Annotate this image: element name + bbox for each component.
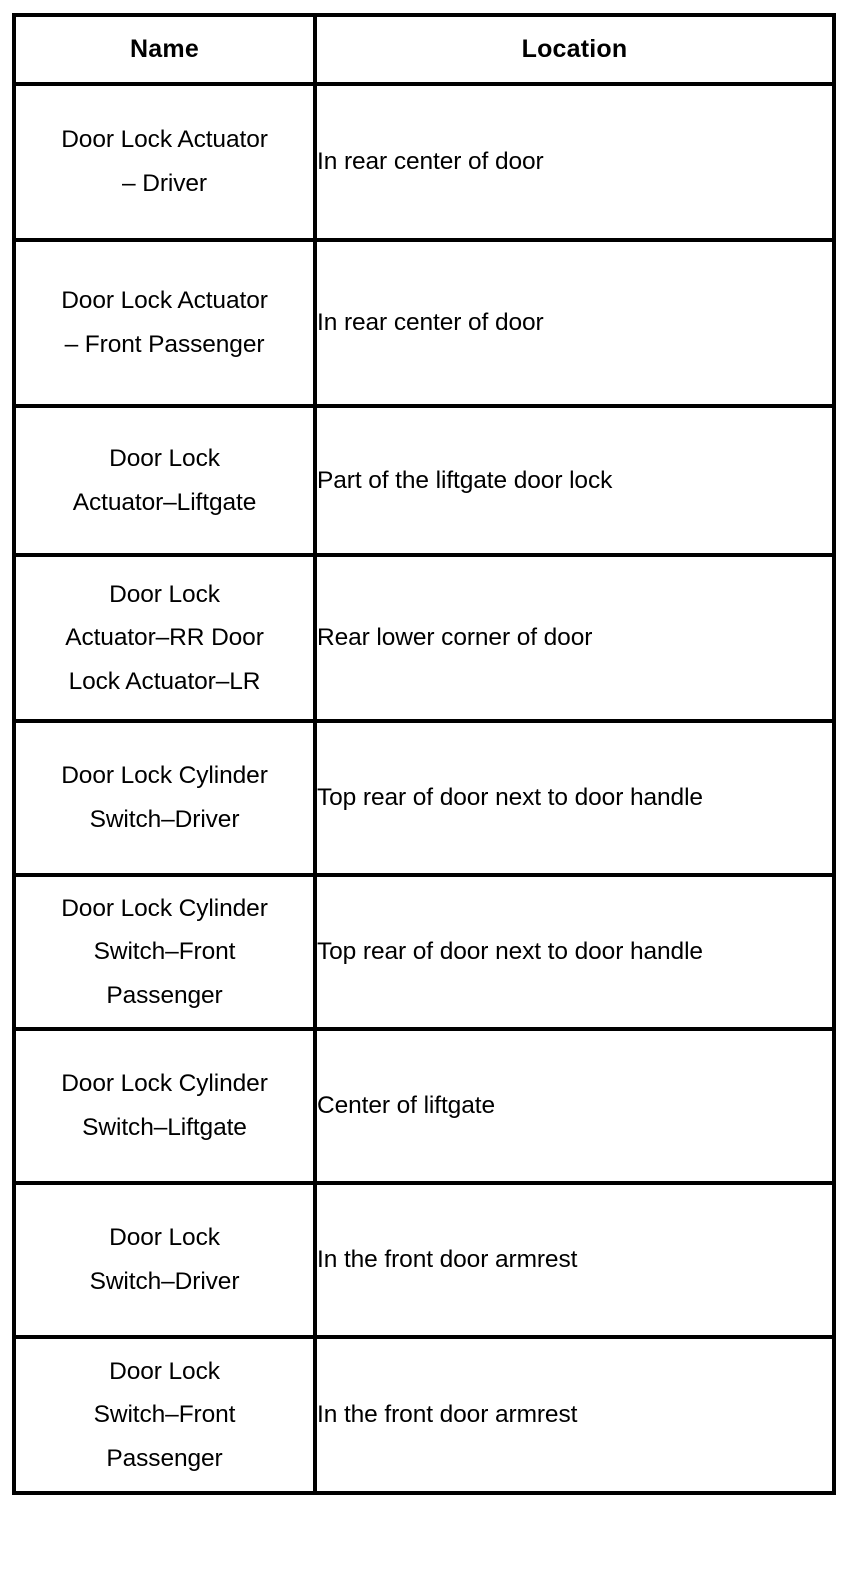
cell-component-location: Rear lower corner of door [313,553,836,723]
component-name-line: Switch–Front [93,1401,236,1429]
component-name-line: Actuator–RR Door [65,624,264,652]
component-location-text: In rear center of door [317,309,544,337]
component-name-line: Door Lock [109,580,220,608]
column-header-location: Location [313,13,836,86]
component-location-text: Part of the liftgate door lock [317,466,613,494]
component-location-text: Top rear of door next to door handle [317,784,703,812]
component-name-line: Switch–Liftgate [82,1114,247,1141]
table-row: Door Lock Actuator – Driver In rear center… [12,82,836,242]
cell-component-name: Door Lock Actuator – Driver [12,82,317,242]
component-location-text: In the front door armrest [317,1401,578,1429]
table-header-row: Name Location [12,13,836,86]
component-location-text: Rear lower corner of door [317,624,593,652]
cell-component-location: In the front door armrest [313,1181,836,1339]
table-header: Name Location [12,13,836,86]
component-name-line: Door Lock [109,1224,220,1252]
component-location-text: In rear center of door [317,148,544,176]
component-name-line: Door Lock Actuator [61,126,268,154]
table-body: Door Lock Actuator – Driver In rear center… [12,82,836,1495]
cell-component-location: Center of liftgate [313,1027,836,1185]
cell-component-location: In the front door armrest [313,1335,836,1495]
column-header-name: Name [12,13,317,86]
component-name-line: Door Lock [109,444,220,472]
component-name-line: Door Lock Cylinder [61,762,268,790]
component-name-line: Door Lock Cylinder [61,894,268,922]
cell-component-name: Door Lock Actuator – Front Passenger [12,238,317,408]
component-location-table: Name Location Door Lock Actuator – Driver… [12,13,836,1495]
component-name-line: Passenger [106,1444,223,1472]
component-location-text: In the front door armrest [317,1246,578,1274]
component-name-line: Door Lock Cylinder [61,1070,268,1098]
component-name-line: – Driver [122,170,207,197]
cell-component-location: Top rear of door next to door handle [313,873,836,1031]
component-location-text: Top rear of door next to door handle [317,938,703,966]
cell-component-location: Top rear of door next to door handle [313,719,836,877]
cell-component-location: Part of the liftgate door lock [313,404,836,557]
cell-component-location: In rear center of door [313,82,836,242]
component-name-line: Switch–Front [93,938,236,966]
component-name-line: Actuator–Liftgate [72,488,257,516]
component-name-line: Lock Actuator–LR [68,667,261,695]
component-name-line: – Front Passenger [64,331,265,358]
component-location-text: Center of liftgate [317,1092,495,1120]
component-name-line: Door Lock [109,1357,220,1385]
cell-component-location: In rear center of door [313,238,836,408]
component-name-line: Switch–Driver [89,806,240,833]
component-name-line: Door Lock Actuator [61,287,268,315]
component-name-line: Switch–Driver [89,1268,240,1295]
table-row: Door Lock Actuator – Front Passenger In re… [12,238,836,408]
component-name-line: Passenger [106,981,223,1009]
